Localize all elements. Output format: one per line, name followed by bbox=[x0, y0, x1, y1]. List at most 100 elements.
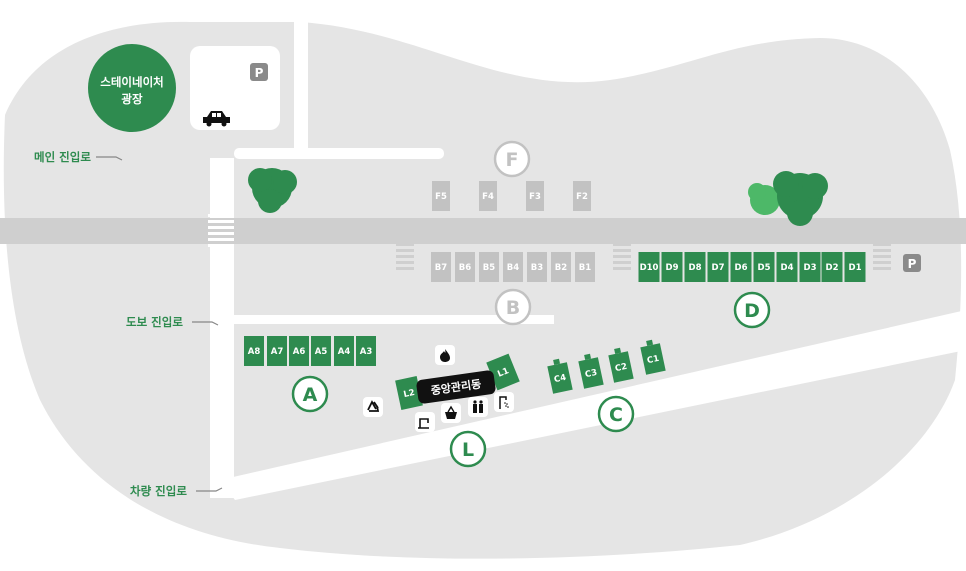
site-group-f: F5 F4 F3 F2 bbox=[432, 181, 591, 211]
site-d8-label: D8 bbox=[689, 263, 702, 273]
main-entrance-label: 메인 진입로 bbox=[34, 150, 91, 164]
site-a7[interactable]: A7 bbox=[267, 336, 287, 366]
site-d7-label: D7 bbox=[712, 263, 725, 273]
site-b6[interactable]: B6 bbox=[455, 252, 475, 282]
zone-marker-b[interactable]: B bbox=[494, 288, 532, 326]
site-d10-label: D10 bbox=[640, 263, 659, 273]
site-b7-label: B7 bbox=[435, 263, 447, 273]
site-d1-label: D1 bbox=[849, 263, 862, 273]
site-l1[interactable]: L1 bbox=[486, 353, 520, 391]
zone-marker-f[interactable]: F bbox=[493, 140, 531, 178]
site-f4-label: F4 bbox=[482, 192, 494, 202]
site-b2[interactable]: B2 bbox=[551, 252, 571, 282]
site-b4[interactable]: B4 bbox=[503, 252, 523, 282]
site-d2[interactable]: D2 bbox=[821, 252, 843, 282]
site-d7[interactable]: D7 bbox=[707, 252, 729, 282]
site-a3[interactable]: A3 bbox=[356, 336, 376, 366]
zone-letter-a: A bbox=[303, 384, 318, 406]
site-f4[interactable]: F4 bbox=[479, 181, 497, 211]
site-c1-box bbox=[640, 343, 666, 375]
site-c2[interactable]: C2 bbox=[607, 346, 634, 383]
site-d10[interactable]: D10 bbox=[638, 252, 660, 282]
crosswalks bbox=[208, 214, 234, 247]
site-f5[interactable]: F5 bbox=[432, 181, 450, 211]
site-d7-box bbox=[707, 252, 729, 282]
site-c4[interactable]: C4 bbox=[546, 357, 573, 394]
car-icon bbox=[203, 111, 230, 127]
site-d6[interactable]: D6 bbox=[730, 252, 752, 282]
site-d1[interactable]: D1 bbox=[844, 252, 866, 282]
site-d8[interactable]: D8 bbox=[684, 252, 706, 282]
site-d3[interactable]: D3 bbox=[799, 252, 821, 282]
site-c1-tab bbox=[646, 339, 654, 346]
site-a8-box bbox=[244, 336, 264, 366]
site-f2-label: F2 bbox=[576, 192, 588, 202]
zone-marker-d[interactable]: D bbox=[733, 291, 771, 329]
site-c1[interactable]: C1 bbox=[639, 338, 666, 375]
site-l1-label: L1 bbox=[496, 366, 510, 380]
vehicle-entrance-label: 차량 진입로 bbox=[130, 484, 187, 498]
site-c4-tab bbox=[553, 358, 561, 365]
site-b2-box bbox=[551, 252, 571, 282]
site-l2[interactable]: L2 bbox=[395, 376, 423, 410]
shower-icon bbox=[494, 392, 514, 412]
site-c3[interactable]: C3 bbox=[577, 352, 604, 389]
site-d1-box bbox=[844, 252, 866, 282]
site-l2-label: L2 bbox=[403, 388, 416, 400]
roads bbox=[210, 22, 966, 500]
site-b7-box bbox=[431, 252, 451, 282]
zone-marker-a[interactable]: A bbox=[291, 375, 329, 413]
site-b6-box bbox=[455, 252, 475, 282]
site-d9[interactable]: D9 bbox=[661, 252, 683, 282]
zone-marker-l[interactable]: L bbox=[449, 430, 487, 468]
site-d6-label: D6 bbox=[735, 263, 748, 273]
site-d9-label: D9 bbox=[666, 263, 679, 273]
site-d4[interactable]: D4 bbox=[776, 252, 798, 282]
site-f2-box bbox=[573, 181, 591, 211]
site-f4-box bbox=[479, 181, 497, 211]
site-b1-label: B1 bbox=[579, 263, 591, 273]
site-d4-box bbox=[776, 252, 798, 282]
site-a6[interactable]: A6 bbox=[289, 336, 309, 366]
site-c4-label: C4 bbox=[553, 373, 567, 385]
site-a4[interactable]: A4 bbox=[334, 336, 354, 366]
site-a5[interactable]: A5 bbox=[311, 336, 331, 366]
site-d8-box bbox=[684, 252, 706, 282]
site-b5[interactable]: B5 bbox=[479, 252, 499, 282]
fire-icon bbox=[435, 345, 455, 365]
site-b7[interactable]: B7 bbox=[431, 252, 451, 282]
site-b1-box bbox=[575, 252, 595, 282]
site-d5-box bbox=[753, 252, 775, 282]
site-a8[interactable]: A8 bbox=[244, 336, 264, 366]
site-a8-label: A8 bbox=[248, 347, 261, 357]
site-f3-label: F3 bbox=[529, 192, 541, 202]
site-b3-label: B3 bbox=[531, 263, 543, 273]
site-b3[interactable]: B3 bbox=[527, 252, 547, 282]
site-a5-box bbox=[311, 336, 331, 366]
site-d5-label: D5 bbox=[758, 263, 771, 273]
parking-sign[interactable]: P bbox=[250, 63, 268, 81]
site-b3-box bbox=[527, 252, 547, 282]
zone-letter-l: L bbox=[462, 439, 474, 461]
site-f3[interactable]: F3 bbox=[526, 181, 544, 211]
site-d9-box bbox=[661, 252, 683, 282]
recycle-icon bbox=[363, 397, 383, 417]
site-f2[interactable]: F2 bbox=[573, 181, 591, 211]
zone-marker-c[interactable]: C bbox=[597, 395, 635, 433]
site-c3-tab bbox=[584, 353, 592, 360]
site-a3-box bbox=[356, 336, 376, 366]
site-d5[interactable]: D5 bbox=[753, 252, 775, 282]
tree-icon bbox=[748, 171, 828, 226]
management-building[interactable]: 중앙관리동 bbox=[416, 370, 497, 405]
site-b1[interactable]: B1 bbox=[575, 252, 595, 282]
site-b2-label: B2 bbox=[555, 263, 567, 273]
site-a4-box bbox=[334, 336, 354, 366]
parking-sign-east[interactable]: P bbox=[903, 254, 921, 272]
parking-sign-east-label: P bbox=[908, 257, 917, 271]
entrance-arrows bbox=[96, 156, 223, 492]
site-b4-box bbox=[503, 252, 523, 282]
site-f3-box bbox=[526, 181, 544, 211]
site-d3-box bbox=[799, 252, 821, 282]
site-a5-label: A5 bbox=[315, 347, 328, 357]
